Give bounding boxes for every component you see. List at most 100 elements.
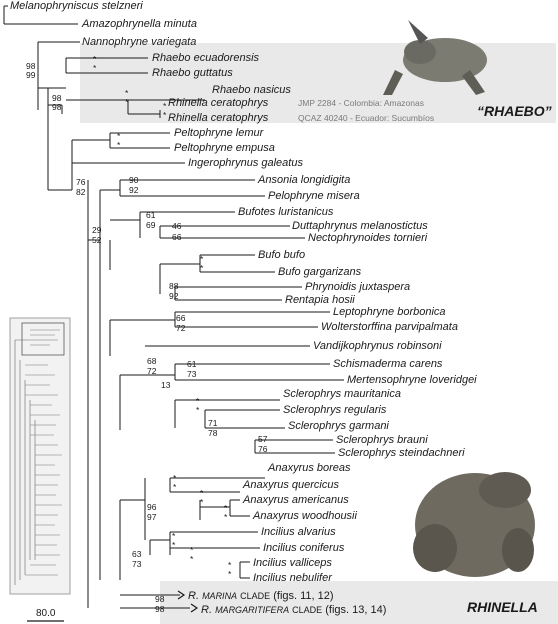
taxon-label: Duttaphrynus melanostictus (292, 220, 428, 232)
taxon-label: Bufo gargarizans (278, 266, 362, 278)
support-value: 61 (146, 210, 156, 220)
taxon-label: Bufo bufo (258, 249, 305, 261)
taxon-label: Rentapia hosii (285, 294, 355, 306)
taxon-label: Anaxyrus woodhousii (252, 510, 358, 522)
taxon-label: Rhinella ceratophrys (168, 112, 269, 124)
support-value: 72 (147, 366, 157, 376)
taxon-label: Anaxyrus americanus (242, 494, 349, 506)
taxon-label: Peltophryne empusa (174, 142, 275, 154)
taxon-label: Nectophrynoides tornieri (308, 232, 428, 244)
taxon-label: Rhaebo nasicus (212, 84, 291, 96)
taxon-label: Bufotes luristanicus (238, 206, 334, 218)
support-value: 97 (147, 512, 157, 522)
taxon-label: Incilius alvarius (261, 526, 336, 538)
taxon-label: Mertensophryne loveridgei (347, 374, 477, 386)
support-value: * (200, 254, 204, 264)
rhaebo-group-title: “RHAEBO” (477, 103, 552, 119)
support-value: 63 (132, 549, 142, 559)
support-value: 46 (172, 221, 182, 231)
taxon-label: Nannophryne variegata (82, 36, 196, 48)
rhinella-frog-photo (413, 472, 535, 577)
taxon-label: Ansonia longidigita (257, 174, 350, 186)
scale-bar-label: 80.0 (36, 608, 56, 619)
taxon-label: Incilius valliceps (253, 557, 332, 569)
taxon-label: Incilius coniferus (263, 542, 345, 554)
taxon-label: Incilius nebulifer (253, 572, 333, 584)
support-value: * (173, 482, 177, 492)
support-value: * (93, 54, 97, 64)
taxon-label: Anaxyrus quercicus (242, 479, 339, 491)
support-value: 76 (258, 444, 268, 454)
taxon-label: Sclerophrys regularis (283, 404, 387, 416)
taxon-label: Sclerophrys garmani (288, 420, 389, 432)
taxon-labels: Melanophryniscus stelzneri Amazophrynell… (10, 0, 477, 584)
taxon-label: Peltophryne lemur (174, 127, 265, 139)
support-value: 13 (161, 380, 171, 390)
support-value: * (173, 473, 177, 483)
support-value: 66 (172, 232, 182, 242)
support-value: 61 (187, 359, 197, 369)
support-value: * (125, 97, 129, 107)
support-value: * (228, 560, 232, 570)
taxon-label: Rhaebo guttatus (152, 67, 233, 79)
taxon-label: Phrynoidis juxtaspera (305, 281, 410, 293)
taxon-label: Melanophryniscus stelzneri (10, 0, 143, 12)
taxon-label: Rhinella ceratophrys (168, 97, 269, 109)
taxon-label: Sclerophrys brauni (336, 434, 428, 446)
taxon-label: Leptophryne borbonica (333, 306, 446, 318)
support-value: * (200, 488, 204, 498)
support-value: 98 (52, 93, 62, 103)
support-value: * (93, 63, 97, 73)
support-value: * (228, 569, 232, 579)
margaritifera-clade-label: R. MARGARITIFERA CLADE (figs. 13, 14) (201, 604, 386, 616)
taxon-label: Ingerophrynus galeatus (188, 157, 303, 169)
support-value: * (190, 554, 194, 564)
support-value: 92 (169, 291, 179, 301)
clade-arrow-marina (175, 590, 186, 600)
rhinella-group-box (160, 581, 558, 624)
specimen-note: JMP 2284 - Colombia: Amazonas (298, 98, 424, 108)
support-value: 99 (26, 70, 36, 80)
support-value: 98 (26, 61, 36, 71)
support-value: 82 (76, 187, 86, 197)
taxon-label: Rhaebo ecuadorensis (152, 52, 260, 64)
clade-arrow-margaritifera (190, 603, 199, 613)
support-value: * (200, 497, 204, 507)
support-value: * (200, 263, 204, 273)
support-value: * (196, 396, 200, 406)
taxon-label: Vandijkophrynus robinsoni (313, 340, 442, 352)
taxon-label: Pelophryne misera (268, 190, 360, 202)
support-value: 66 (176, 313, 186, 323)
support-value: * (125, 88, 129, 98)
support-value: 71 (208, 418, 218, 428)
support-value: 98 (155, 604, 165, 614)
support-values: 98 99 * * 98 98 * * * * * * 76 82 90 92 … (26, 54, 268, 614)
support-value: * (117, 131, 121, 141)
support-value: 73 (132, 559, 142, 569)
support-value: * (117, 140, 121, 150)
support-value: * (190, 545, 194, 555)
support-value: * (163, 110, 167, 120)
support-value: * (163, 101, 167, 111)
support-value: * (172, 531, 176, 541)
support-value: 29 (92, 225, 102, 235)
support-value: 72 (176, 323, 186, 333)
support-value: 96 (147, 502, 157, 512)
marina-clade-label: R. MARINA CLADE (figs. 11, 12) (188, 590, 334, 602)
overview-inset (9, 317, 71, 595)
support-value: 78 (208, 428, 218, 438)
support-value: * (224, 512, 228, 522)
support-value: 90 (129, 175, 139, 185)
support-value: 57 (258, 434, 268, 444)
rhaebo-frog-photo (383, 20, 487, 95)
support-value: 73 (187, 369, 197, 379)
support-value: 88 (169, 281, 179, 291)
taxon-label: Amazophrynella minuta (81, 18, 197, 30)
taxon-label: Wolterstorffina parvipalmata (321, 321, 458, 333)
support-value: 98 (52, 102, 62, 112)
support-value: 52 (92, 235, 102, 245)
support-value: 69 (146, 220, 156, 230)
taxon-label: Anaxyrus boreas (267, 462, 351, 474)
specimen-note: QCAZ 40240 - Ecuador: Sucumbíos (298, 113, 434, 123)
